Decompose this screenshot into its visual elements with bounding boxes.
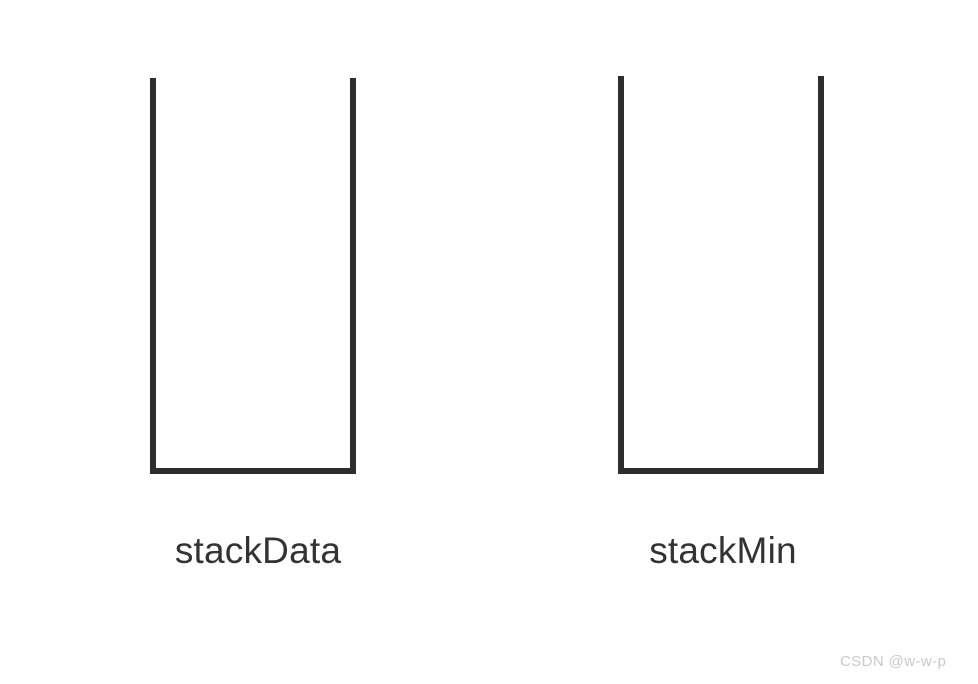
stack-label-stackdata: stackData bbox=[174, 530, 342, 571]
stack-container-stackmin bbox=[618, 76, 824, 474]
stack-label-stackmin: stackMin bbox=[649, 530, 797, 571]
stack-container-stackdata bbox=[150, 78, 356, 474]
csdn-watermark: CSDN @w-w-p bbox=[840, 653, 947, 670]
